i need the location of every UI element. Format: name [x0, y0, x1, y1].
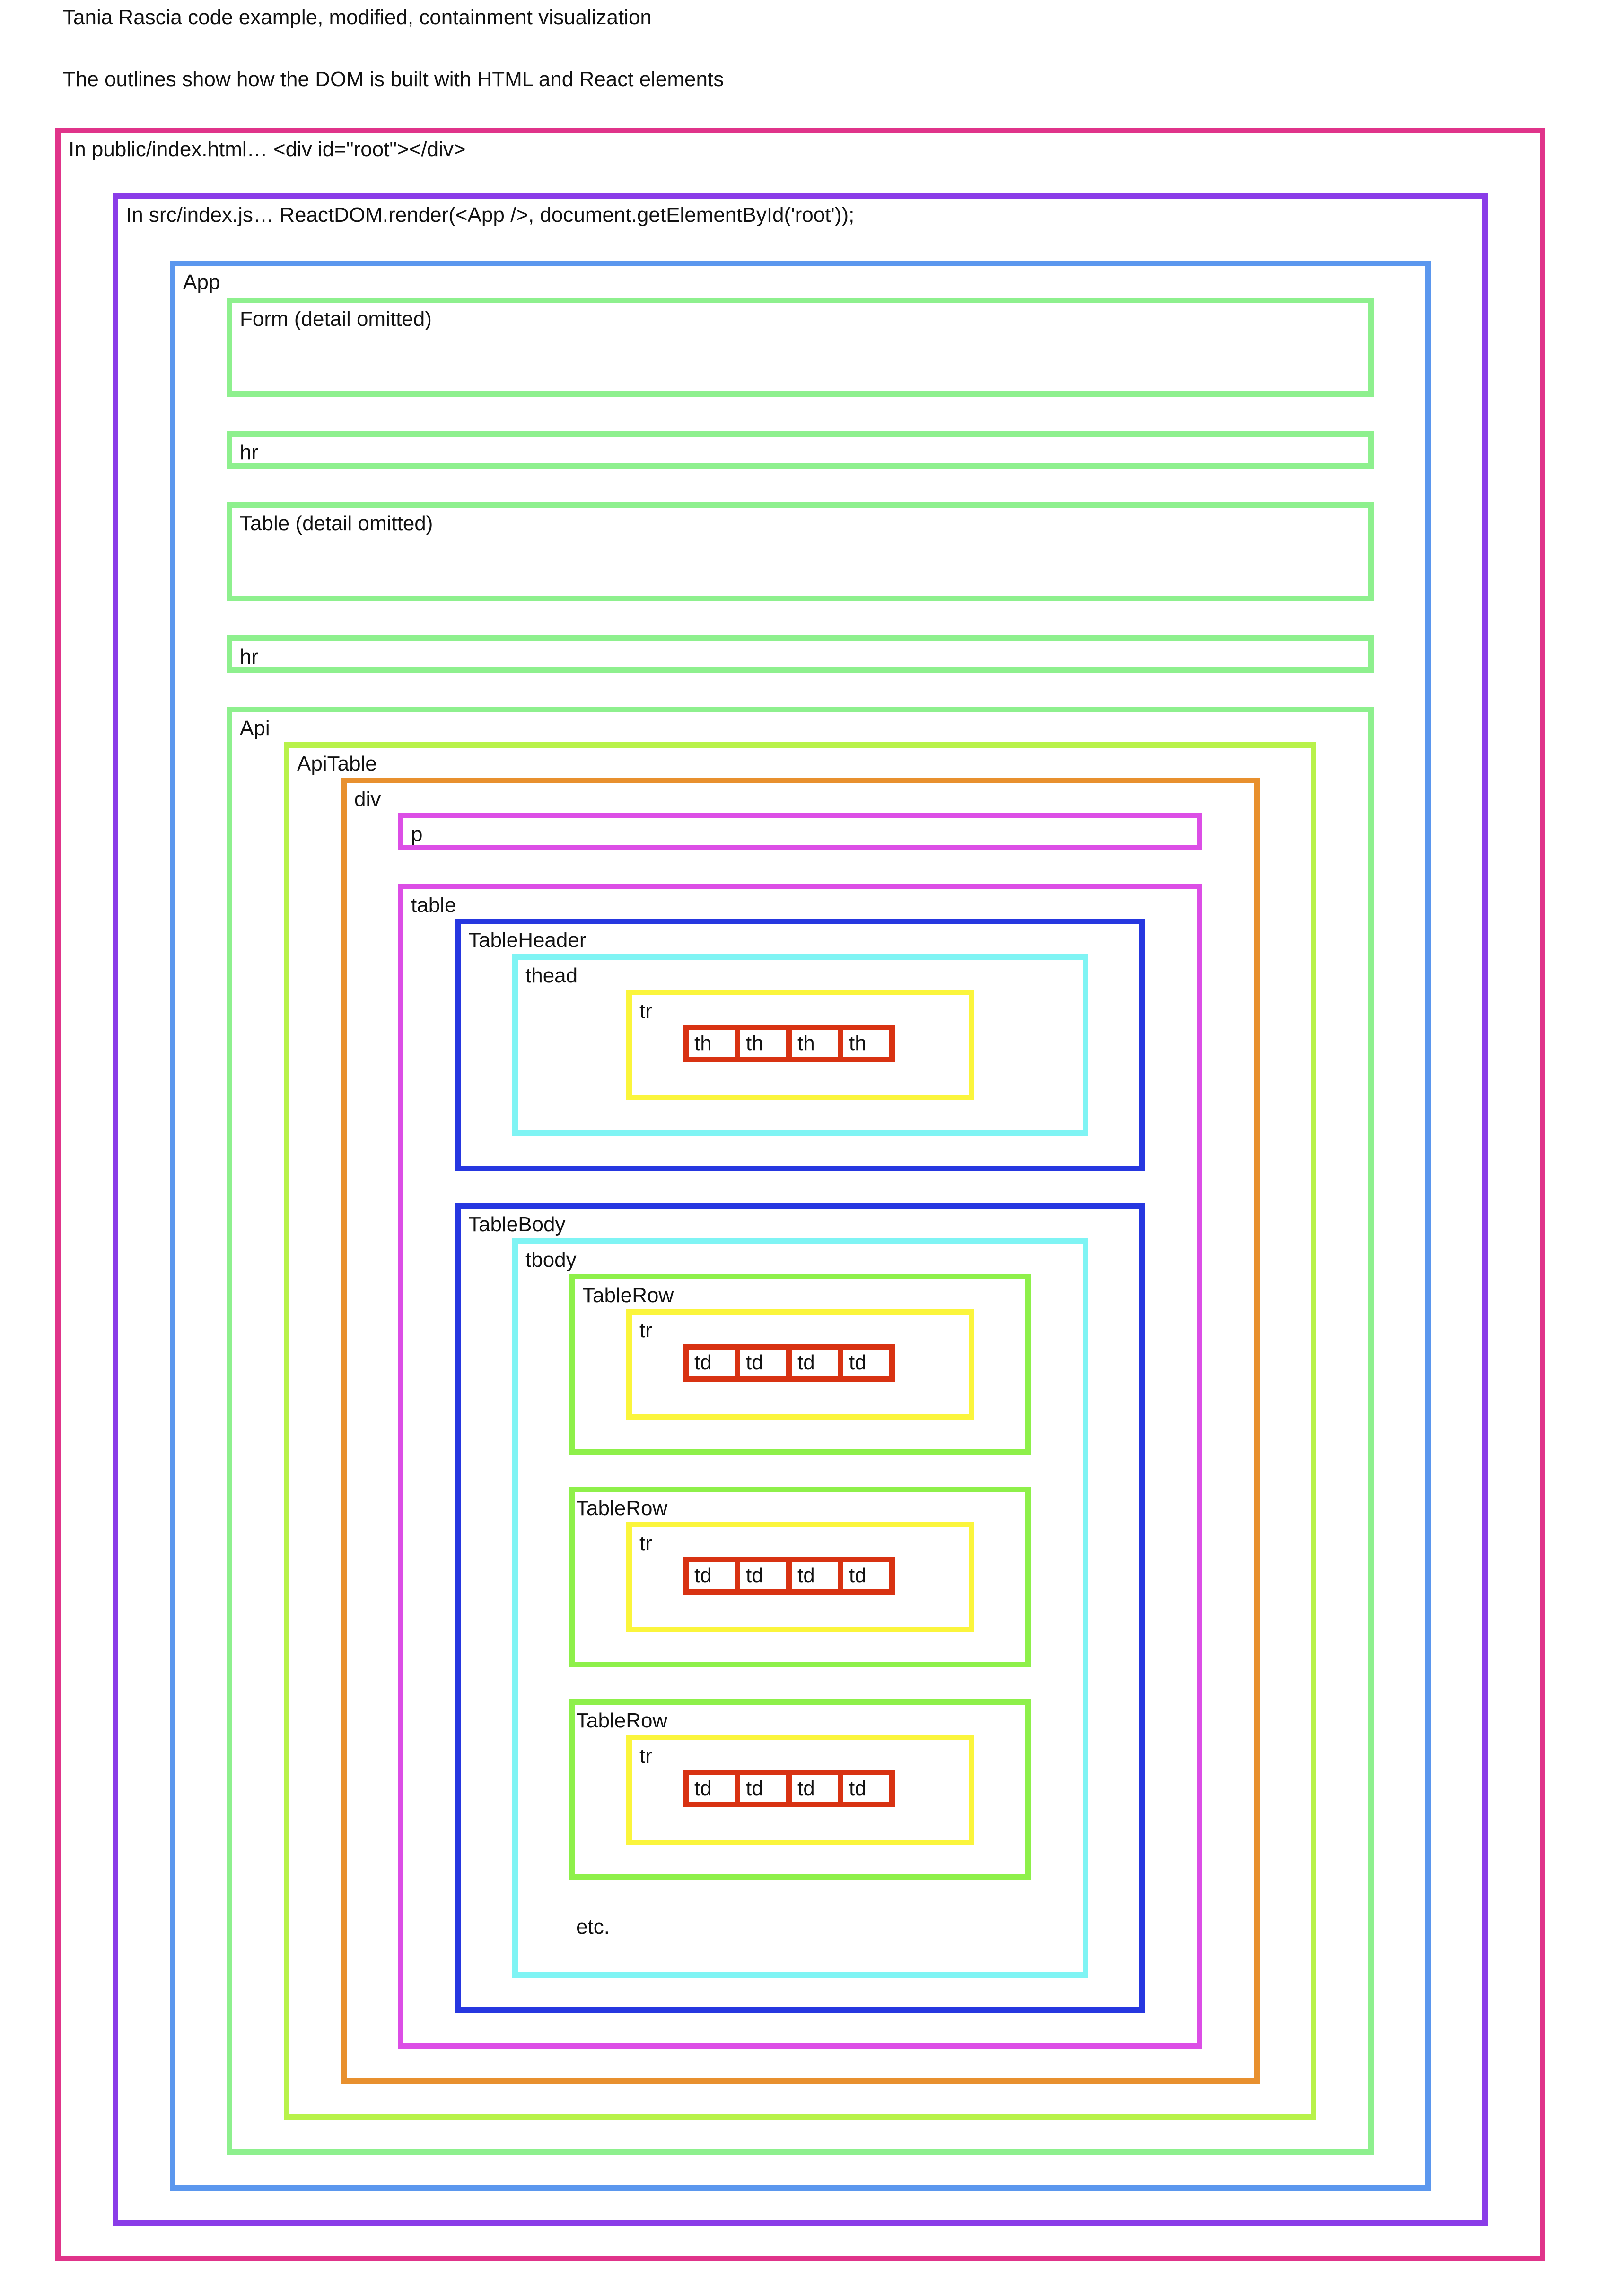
- hr-label-1: hr: [240, 441, 259, 464]
- header-tr-box: tr: [626, 990, 974, 1100]
- row-cells: td td td td: [683, 1344, 895, 1382]
- hr-box-2: hr: [227, 635, 1374, 673]
- root-div-box: In public/index.html… <div id="root"></d…: [55, 128, 1545, 2261]
- table-element-label: table: [411, 894, 456, 917]
- hr-box-1: hr: [227, 431, 1374, 469]
- root-div-label: In public/index.html… <div id="root"></d…: [69, 138, 466, 161]
- row-tr-box: tr: [626, 1735, 974, 1845]
- table-element-box: table: [398, 884, 1202, 2049]
- table-component-box: Table (detail omitted): [227, 502, 1374, 601]
- render-box: In src/index.js… ReactDOM.render(<App />…: [113, 193, 1488, 2226]
- form-label: Form (detail omitted): [240, 307, 432, 331]
- th-cell: th: [683, 1025, 740, 1062]
- td-cell: td: [786, 1344, 843, 1382]
- api-table-label: ApiTable: [297, 752, 377, 775]
- row-tr-box: tr: [626, 1522, 974, 1632]
- table-row-label: TableRow: [576, 1497, 668, 1520]
- td-cell: td: [838, 1557, 895, 1595]
- row-cells: td td td td: [683, 1770, 895, 1807]
- table-header-box: TableHeader: [455, 919, 1145, 1171]
- api-box: Api: [227, 707, 1374, 2155]
- api-label: Api: [240, 717, 270, 740]
- td-cell: td: [735, 1344, 792, 1382]
- p-box: p: [398, 813, 1202, 850]
- row-tr-box: tr: [626, 1309, 974, 1420]
- hr-label-2: hr: [240, 645, 259, 668]
- th-cell: th: [735, 1025, 792, 1062]
- table-row-label: TableRow: [576, 1709, 668, 1732]
- table-header-label: TableHeader: [468, 929, 587, 952]
- render-label: In src/index.js… ReactDOM.render(<App />…: [126, 203, 855, 227]
- table-row-box: TableRow: [569, 1274, 1031, 1455]
- app-box: App: [170, 261, 1431, 2191]
- thead-box: thead: [512, 954, 1088, 1136]
- row-tr-label: tr: [639, 1744, 652, 1768]
- td-cell: td: [735, 1557, 792, 1595]
- tbody-label: tbody: [525, 1248, 577, 1271]
- table-row-box: TableRow: [569, 1487, 1031, 1667]
- table-component-label: Table (detail omitted): [240, 512, 433, 535]
- td-cell: td: [786, 1557, 843, 1595]
- td-cell: td: [683, 1557, 740, 1595]
- thead-label: thead: [525, 964, 578, 987]
- app-label: App: [183, 271, 220, 294]
- th-cell: th: [786, 1025, 843, 1062]
- td-cell: td: [786, 1770, 843, 1807]
- row-tr-label: tr: [639, 1532, 652, 1555]
- p-label: p: [411, 823, 423, 846]
- table-row-box: TableRow: [569, 1699, 1031, 1880]
- row-cells: td td td td: [683, 1557, 895, 1595]
- form-box: Form (detail omitted): [227, 298, 1374, 397]
- td-cell: td: [838, 1344, 895, 1382]
- td-cell: td: [838, 1770, 895, 1807]
- div-label: div: [354, 788, 381, 811]
- title-line-1: Tania Rascia code example, modified, con…: [63, 6, 652, 29]
- th-cell: th: [838, 1025, 895, 1062]
- row-tr-label: tr: [639, 1319, 652, 1342]
- etc-text: etc.: [576, 1915, 610, 1938]
- header-tr-label: tr: [639, 999, 652, 1023]
- table-body-box: TableBody: [455, 1203, 1145, 2013]
- title-line-2: The outlines show how the DOM is built w…: [63, 68, 724, 91]
- api-table-box: ApiTable: [284, 742, 1316, 2120]
- table-row-label: TableRow: [582, 1284, 674, 1307]
- header-cells: th th th th: [683, 1025, 895, 1062]
- td-cell: td: [683, 1344, 740, 1382]
- table-body-label: TableBody: [468, 1213, 566, 1236]
- tbody-box: tbody: [512, 1238, 1088, 1978]
- td-cell: td: [735, 1770, 792, 1807]
- div-box: div: [341, 778, 1260, 2084]
- td-cell: td: [683, 1770, 740, 1807]
